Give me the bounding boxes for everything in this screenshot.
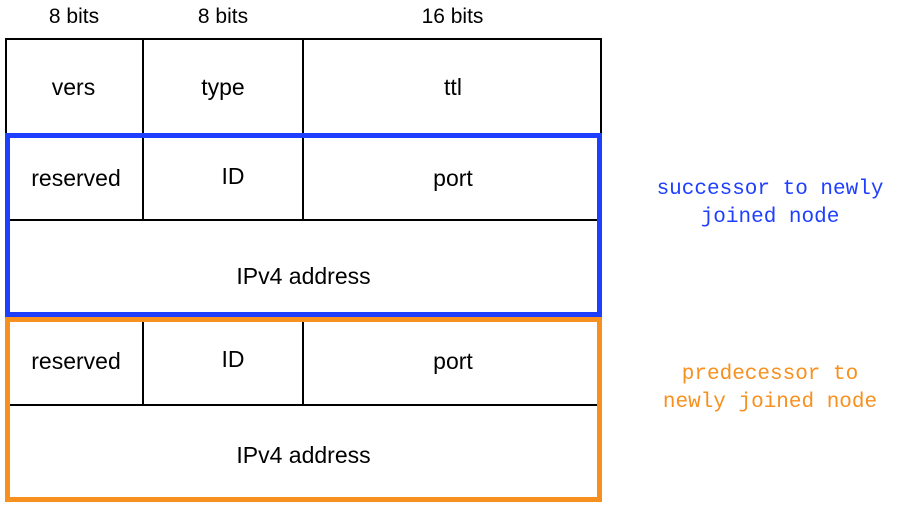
- predecessor-caption-line2: newly joined node: [662, 391, 878, 414]
- successor-group-box: [5, 133, 602, 317]
- divider-pred-col2: [302, 322, 304, 404]
- divider-succ-address: [10, 219, 597, 221]
- header-8-bits-type: 8 bits: [197, 5, 249, 28]
- succ-field-reserved: reserved: [31, 165, 121, 191]
- successor-caption-line2: joined node: [700, 206, 840, 229]
- pred-field-ipv4-address: IPv4 address: [236, 442, 371, 468]
- succ-field-id: ID: [221, 163, 245, 189]
- predecessor-group-box: [5, 317, 602, 502]
- header-16-bits-ttl: 16 bits: [421, 5, 484, 28]
- predecessor-caption-line1: predecessor to: [681, 363, 859, 386]
- successor-caption-line1: successor to newly: [656, 178, 884, 201]
- field-ttl: ttl: [444, 74, 462, 100]
- succ-field-ipv4-address: IPv4 address: [236, 263, 371, 289]
- divider-pred-address: [10, 404, 597, 406]
- pred-field-id: ID: [221, 346, 245, 372]
- successor-caption: successor to newly joined node: [625, 176, 915, 232]
- pred-field-port: port: [433, 348, 473, 374]
- field-vers: vers: [51, 74, 96, 100]
- succ-field-port: port: [433, 165, 473, 191]
- field-type: type: [201, 74, 245, 100]
- divider-row1-col1: [142, 38, 144, 134]
- divider-succ-col2: [302, 138, 304, 220]
- divider-pred-col1: [142, 322, 144, 404]
- divider-succ-col1: [142, 138, 144, 220]
- header-8-bits-vers: 8 bits: [48, 5, 100, 28]
- divider-row1-col2: [302, 38, 304, 134]
- pred-field-reserved: reserved: [31, 348, 121, 374]
- predecessor-caption: predecessor to newly joined node: [625, 361, 915, 417]
